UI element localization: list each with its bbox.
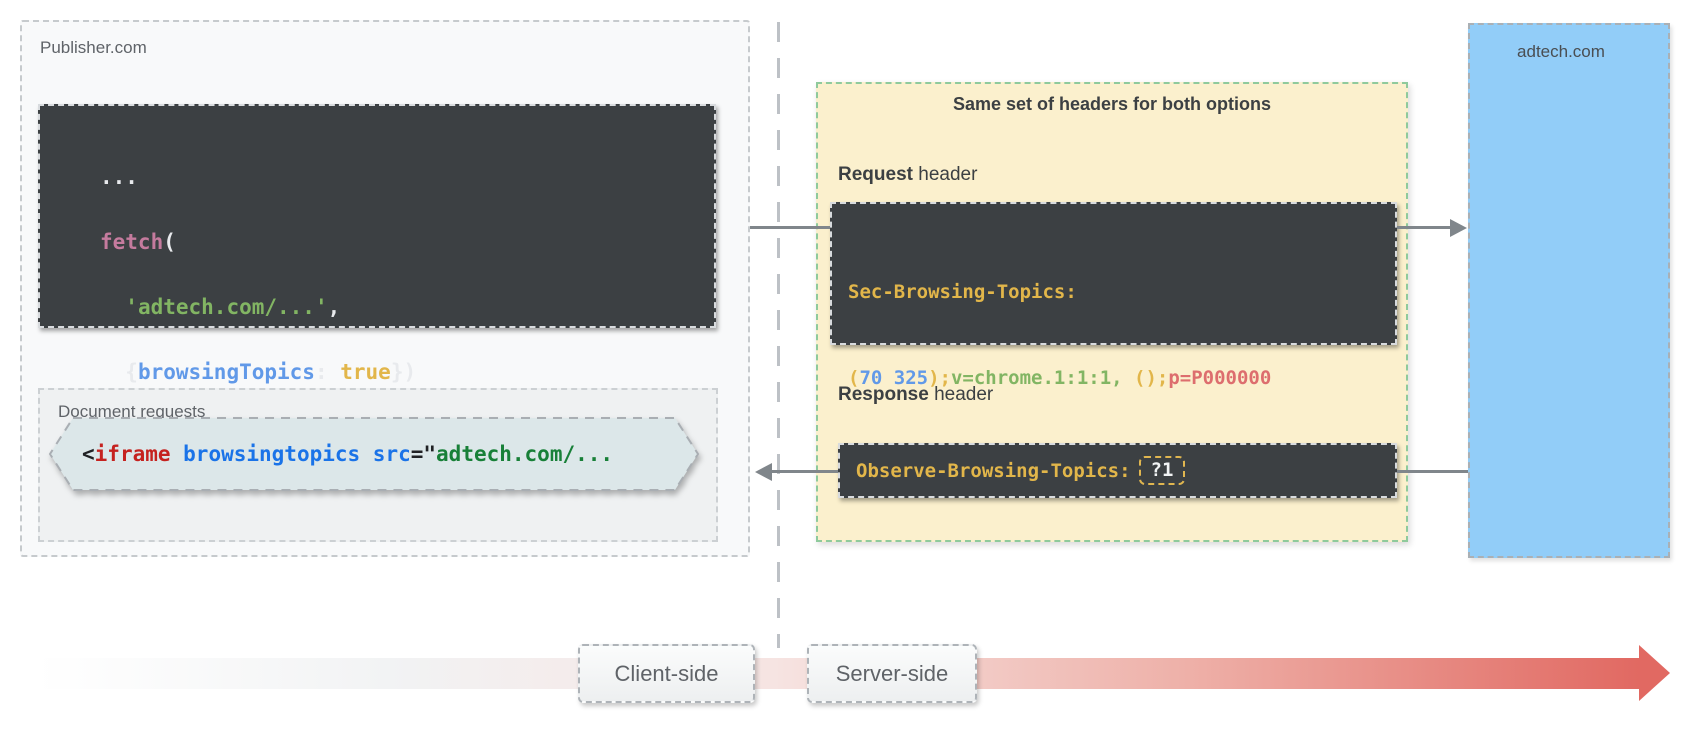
publisher-label: Publisher.com	[40, 38, 147, 57]
fetch-code-block: ... fetch( 'adtech.com/...', {browsingTo…	[38, 104, 716, 514]
response-header-label-rest: header	[928, 384, 994, 405]
code-segment: Observe-Browsing-Topics:	[856, 459, 1131, 482]
code-segment: ();	[1122, 367, 1169, 389]
fetch-code-line: {browsingTopics: true})	[100, 359, 714, 386]
iframe-code: <iframe browsingtopics src="adtech.com/.…	[82, 416, 613, 492]
code-segment: v=chrome.1:1:1,	[950, 367, 1123, 389]
code-segment: fetch	[100, 230, 164, 254]
code-segment: ,	[327, 295, 341, 319]
iframe-tag-shape: <iframe browsingtopics src="adtech.com/.…	[48, 416, 700, 492]
response-header-label: Response header	[838, 384, 993, 406]
code-segment: (	[163, 230, 176, 254]
code-segment: {	[100, 360, 138, 384]
request-header-block: Sec-Browsing-Topics: (70 325);v=chrome.1…	[830, 202, 1397, 388]
client-server-divider	[777, 22, 780, 648]
client-side-label: Client-side	[614, 660, 719, 686]
request-header-label-rest: header	[912, 164, 978, 185]
response-arrowhead-icon	[755, 463, 772, 481]
adtech-box	[1468, 23, 1670, 558]
code-segment: adtech.com/...	[436, 442, 614, 466]
client-side-chip: Client-side	[578, 644, 755, 703]
code-segment: <	[82, 442, 95, 466]
hexagon-shape	[48, 417, 700, 491]
code-segment: p=P000000	[1168, 367, 1272, 389]
code-segment: browsingtopics src	[170, 442, 411, 466]
request-header-label-bold: Request	[838, 164, 913, 185]
request-code-line: Sec-Browsing-Topics:	[848, 282, 1395, 302]
code-segment: ...	[100, 165, 138, 189]
response-header-block: Observe-Browsing-Topics: ?1	[838, 443, 1397, 498]
response-to-publisher-line	[771, 470, 838, 473]
headers-panel-title: Same set of headers for both options	[952, 94, 1272, 114]
request-to-adtech-line	[1397, 226, 1452, 229]
code-segment: (	[848, 367, 860, 389]
code-segment: 'adtech.com/...'	[125, 295, 328, 319]
code-segment: iframe	[94, 442, 171, 466]
code-segment: ="	[410, 442, 437, 466]
adtech-label: adtech.com	[1517, 42, 1605, 61]
code-segment: browsingTopics	[137, 360, 315, 384]
timeline-arrowhead-icon	[1639, 645, 1670, 701]
response-value-chip: ?1	[1138, 456, 1186, 485]
document-requests-label: Document requests	[58, 402, 206, 421]
code-segment	[100, 295, 125, 319]
fetch-code-line: ...	[100, 164, 714, 191]
request-arrowhead-icon	[1450, 219, 1467, 237]
code-segment: true	[340, 360, 391, 384]
code-segment: );	[928, 367, 951, 389]
code-segment: :	[314, 360, 341, 384]
server-side-label: Server-side	[835, 660, 949, 686]
publisher-to-request-line	[750, 226, 830, 229]
code-segment: Sec-Browsing-Topics:	[848, 281, 1077, 303]
fetch-code-line: fetch(	[100, 229, 714, 256]
code-segment: 70 325	[859, 367, 929, 389]
response-header-label-bold: Response	[838, 384, 929, 405]
server-side-chip: Server-side	[807, 644, 977, 703]
fetch-code-line: 'adtech.com/...',	[100, 294, 714, 321]
code-segment: })	[390, 360, 417, 384]
request-code-line: (70 325);v=chrome.1:1:1, ();p=P000000	[848, 368, 1395, 388]
request-header-label: Request header	[838, 164, 977, 186]
adtech-to-response-line	[1397, 470, 1468, 473]
